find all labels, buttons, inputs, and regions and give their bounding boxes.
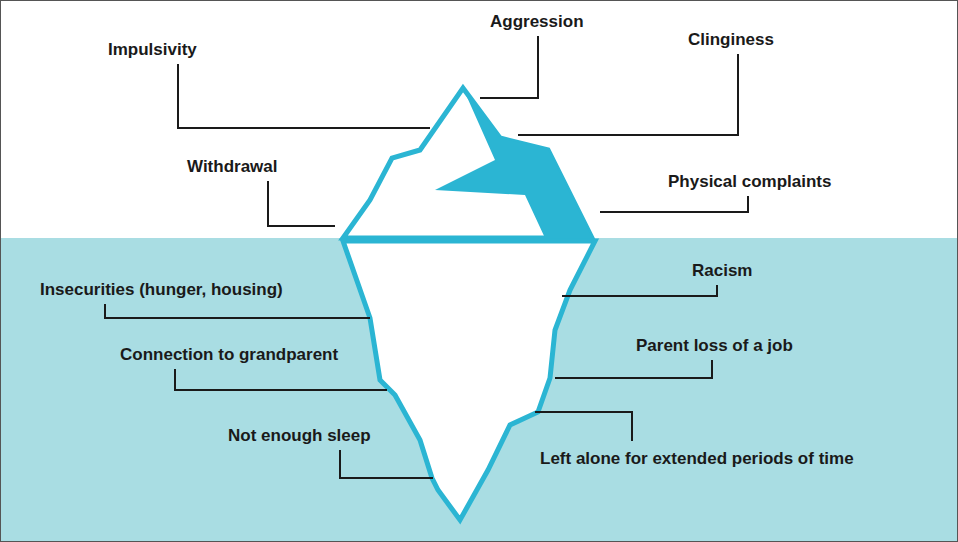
- leader-line: [175, 369, 387, 390]
- leader-line: [600, 196, 748, 212]
- leader-line: [562, 285, 717, 296]
- leader-line: [555, 360, 712, 378]
- iceberg-tip: [343, 88, 592, 238]
- leader-line: [178, 64, 430, 128]
- leader-line: [268, 181, 335, 226]
- callout-label: Not enough sleep: [228, 426, 371, 446]
- callout-label: Racism: [692, 261, 752, 281]
- callout-label: Parent loss of a job: [636, 336, 793, 356]
- callout-label: Impulsivity: [108, 40, 197, 60]
- water: [0, 238, 958, 542]
- leader-line: [105, 304, 370, 318]
- callout-label: Left alone for extended periods of time: [540, 449, 854, 469]
- callout-label: Clinginess: [688, 30, 774, 50]
- callout-label: Physical complaints: [668, 172, 831, 192]
- leader-lines: [105, 36, 748, 478]
- callout-label: Withdrawal: [187, 157, 278, 177]
- leader-line: [480, 36, 538, 98]
- iceberg-shade: [435, 88, 592, 238]
- leader-line: [518, 54, 738, 135]
- leader-line: [340, 450, 433, 478]
- callout-label: Insecurities (hunger, housing): [40, 280, 283, 300]
- callout-label: Aggression: [490, 12, 584, 32]
- leader-line: [535, 412, 632, 441]
- callout-label: Connection to grandparent: [120, 345, 338, 365]
